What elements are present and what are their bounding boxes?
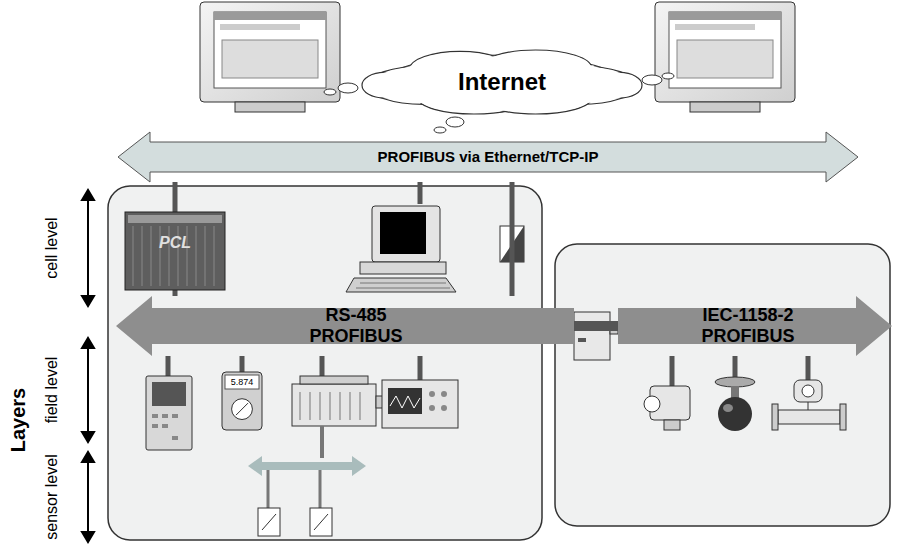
layer-label: sensor level [43, 454, 61, 539]
multimeter: 5.874 [222, 372, 262, 430]
plc-rack: PCL [125, 212, 225, 290]
layer-label: cell level [43, 217, 61, 278]
monitor-icon [200, 2, 340, 112]
monitor-icon [655, 2, 795, 112]
bus-connector [173, 182, 178, 212]
valve-icon [715, 377, 755, 431]
node-label: PCL [159, 234, 191, 252]
oscilloscope-icon [382, 380, 458, 428]
iec-bus: IEC-1158-2 PROFIBUS [618, 296, 892, 356]
layer-label: field level [43, 357, 61, 424]
io-module [292, 376, 384, 426]
bus-connector [574, 321, 618, 331]
node-label: 5.874 [231, 377, 254, 387]
bus-connector [510, 182, 515, 296]
bus-connector [240, 356, 245, 372]
bus-drop-line [168, 182, 808, 386]
flowmeter-icon [772, 380, 846, 430]
switch-sensor [258, 508, 332, 536]
bus-connector [173, 290, 178, 296]
computer-icon [346, 206, 456, 292]
node-label: IEC-1158-2 PROFIBUS [688, 305, 808, 346]
transmitter-icon [644, 386, 690, 430]
region-panel [555, 244, 890, 526]
cloud: Internet [362, 50, 642, 114]
rs485-bus: RS-485 PROFIBUS [116, 296, 574, 356]
ethernet-bus: PROFIBUS via Ethernet/TCP-IP [118, 132, 858, 182]
region-panel [108, 186, 542, 540]
node-label: PROFIBUS via Ethernet/TCP-IP [378, 148, 599, 165]
operator-terminal [146, 376, 192, 450]
axis-title: Layers [7, 388, 30, 453]
node-label: RS-485 PROFIBUS [296, 305, 416, 346]
layer-arrow [82, 190, 94, 542]
segment-coupler [574, 312, 618, 360]
node-label: Internet [458, 68, 546, 96]
sensor-bus [248, 426, 366, 508]
